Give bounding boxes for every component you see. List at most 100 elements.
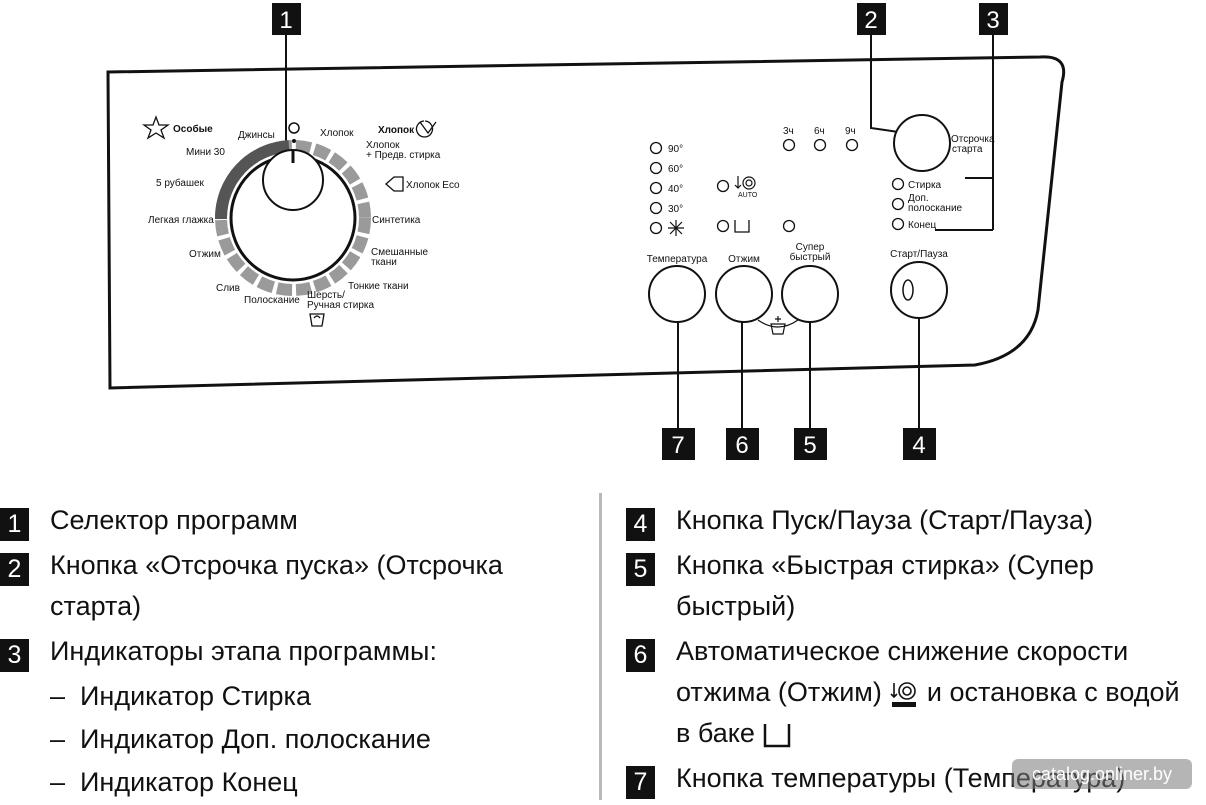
callout-box-6: [726, 428, 759, 460]
legend-item-5: 5 Кнопка «Быстрая стирка» (Супер быстрый…: [626, 545, 1196, 627]
panel-outline: [106, 55, 1066, 390]
legend-sub-text-3: Индикатор Конец: [80, 767, 298, 797]
callout-box-7: [662, 428, 695, 460]
child-lock-icon: [770, 316, 786, 335]
program-delicates: Тонкие ткани: [348, 281, 409, 292]
dial-track: [215, 140, 371, 296]
program-special: Особые: [173, 123, 213, 135]
start-pause-indicator: [902, 279, 914, 301]
legend-num-7: 7: [626, 766, 655, 799]
spin-button[interactable]: [715, 265, 773, 323]
legend-divider: [599, 493, 602, 800]
temp-30: 30°: [668, 204, 683, 215]
program-handwash: Ручная стирка: [307, 300, 374, 311]
tub-icon: [764, 723, 791, 748]
callout-7: 7: [671, 432, 684, 459]
spin-auto-label: AUTO: [738, 192, 758, 199]
legend-sub-end: –Индикатор Конец: [0, 762, 580, 803]
callout-box-5: [794, 428, 827, 460]
leader-lines: [285, 35, 994, 428]
legend-text-6b: и остановка с водой в баке: [676, 677, 1180, 748]
delay-3h: 3ч: [783, 126, 794, 137]
callout-4: 4: [912, 432, 925, 459]
dash: –: [50, 767, 66, 797]
super-quick-button[interactable]: [781, 265, 839, 323]
program-wool: Шерсть/: [307, 290, 345, 301]
legend-item-2: 2 Кнопка «Отсрочка пуска» (Отсрочка стар…: [0, 545, 580, 627]
off-position-dot: [292, 139, 296, 143]
legend-text-5: Кнопка «Быстрая стирка» (Супер быстрый): [676, 550, 1094, 621]
program-5-shirts: 5 рубашек: [156, 177, 205, 189]
super-quick-label-2: быстрый: [790, 251, 831, 263]
eco-tag-icon: [385, 176, 404, 192]
start-pause-label: Старт/Пауза: [890, 249, 948, 260]
callout-3: 3: [986, 7, 999, 34]
program-synthetics: Синтетика: [372, 215, 421, 226]
off-position-icon: [288, 122, 300, 134]
legend-num-3: 3: [0, 639, 29, 672]
start-pause-button[interactable]: [890, 261, 948, 319]
cold-wash-icon: [668, 220, 684, 236]
temperature-button-label: Температура: [647, 254, 708, 265]
program-cotton-bold: Хлопок: [378, 125, 415, 136]
legend-num-6: 6: [626, 639, 655, 672]
child-lock-arc: [757, 319, 799, 328]
eco-leaf-icon: [415, 120, 437, 138]
temperature-button[interactable]: [648, 265, 706, 323]
phase-end: Конец: [908, 220, 936, 231]
legend-text-2: Кнопка «Отсрочка пуска» (Отсрочка старта…: [50, 550, 503, 621]
callout-box-3: [979, 3, 1008, 35]
legend-right: 4 Кнопка Пуск/Пауза (Старт/Пауза) 5 Кноп…: [626, 500, 1196, 803]
legend-text-3: Индикаторы этапа программы:: [50, 636, 437, 666]
legend-sub-text-1: Индикатор Стирка: [80, 681, 311, 711]
program-rinse: Полоскание: [244, 295, 300, 306]
control-panel-diagram: 1 2 3 7 6 5 4 Особые Джинсы Мини 30 5 ру…: [106, 3, 1066, 460]
delay-label-1: Отсрочка: [951, 134, 995, 145]
legend-text-6a: Автоматическое снижение скорости отжима …: [676, 636, 1129, 707]
legend-num-5: 5: [626, 553, 655, 586]
callout-box-1: [272, 3, 301, 35]
program-mixed: Смешанные: [371, 247, 428, 258]
watermark: catalog.onliner.by: [1012, 759, 1192, 789]
callout-6: 6: [735, 432, 748, 459]
legend-item-6: 6 Автоматическое снижение скорости отжим…: [626, 631, 1196, 754]
callout-box-2: [857, 3, 886, 35]
temp-40: 40°: [668, 184, 683, 195]
legend-sub-text-2: Индикатор Доп. полоскание: [80, 724, 431, 754]
delay-9h: 9ч: [845, 126, 856, 137]
star-icon: [141, 115, 171, 140]
legend-text-1: Селектор программ: [50, 505, 298, 535]
program-cotton-prewash: + Предв. стирка: [366, 150, 441, 161]
program-easy-iron: Легкая глажка: [148, 215, 214, 226]
spin-reduction-icon: [890, 682, 917, 707]
callout-2: 2: [864, 7, 877, 34]
delay-label-2: старта: [952, 144, 983, 155]
super-quick-led: [782, 219, 796, 233]
program-spin: Отжим: [189, 249, 221, 260]
callout-1: 1: [279, 7, 292, 34]
phase-extra-rinse: Доп.: [908, 193, 929, 204]
legend-text-4: Кнопка Пуск/Пауза (Старт/Пауза): [676, 505, 1093, 535]
super-quick-label-1: Супер: [796, 242, 825, 253]
rinse-hold-led: [716, 219, 730, 233]
temp-60: 60°: [668, 164, 683, 175]
temperature-leds: 90° 60° 40° 30°: [649, 141, 684, 236]
legend-item-1: 1 Селектор программ: [0, 500, 580, 541]
dash: –: [50, 724, 66, 754]
legend-sub-extra-rinse: –Индикатор Доп. полоскание: [0, 719, 580, 760]
legend-item-3: 3 Индикаторы этапа программы:: [0, 631, 580, 672]
phase-extra-rinse-2: полоскание: [908, 203, 963, 214]
callout-box-4: [903, 428, 936, 460]
program-cotton: Хлопок: [320, 128, 354, 139]
delay-start-button[interactable]: [893, 114, 951, 172]
phase-wash: Стирка: [908, 180, 942, 191]
program-mini-30: Мини 30: [186, 147, 225, 158]
program-cotton-prewash-line: Хлопок: [366, 140, 400, 151]
spin-reduction-icon: [734, 176, 756, 190]
program-mixed-2: ткани: [371, 257, 397, 268]
legend-left: 1 Селектор программ 2 Кнопка «Отсрочка п…: [0, 500, 580, 805]
legend-num-1: 1: [0, 508, 29, 541]
program-selector[interactable]: [215, 122, 371, 296]
legend-num-2: 2: [0, 553, 29, 586]
delay-6h: 6ч: [814, 126, 825, 137]
